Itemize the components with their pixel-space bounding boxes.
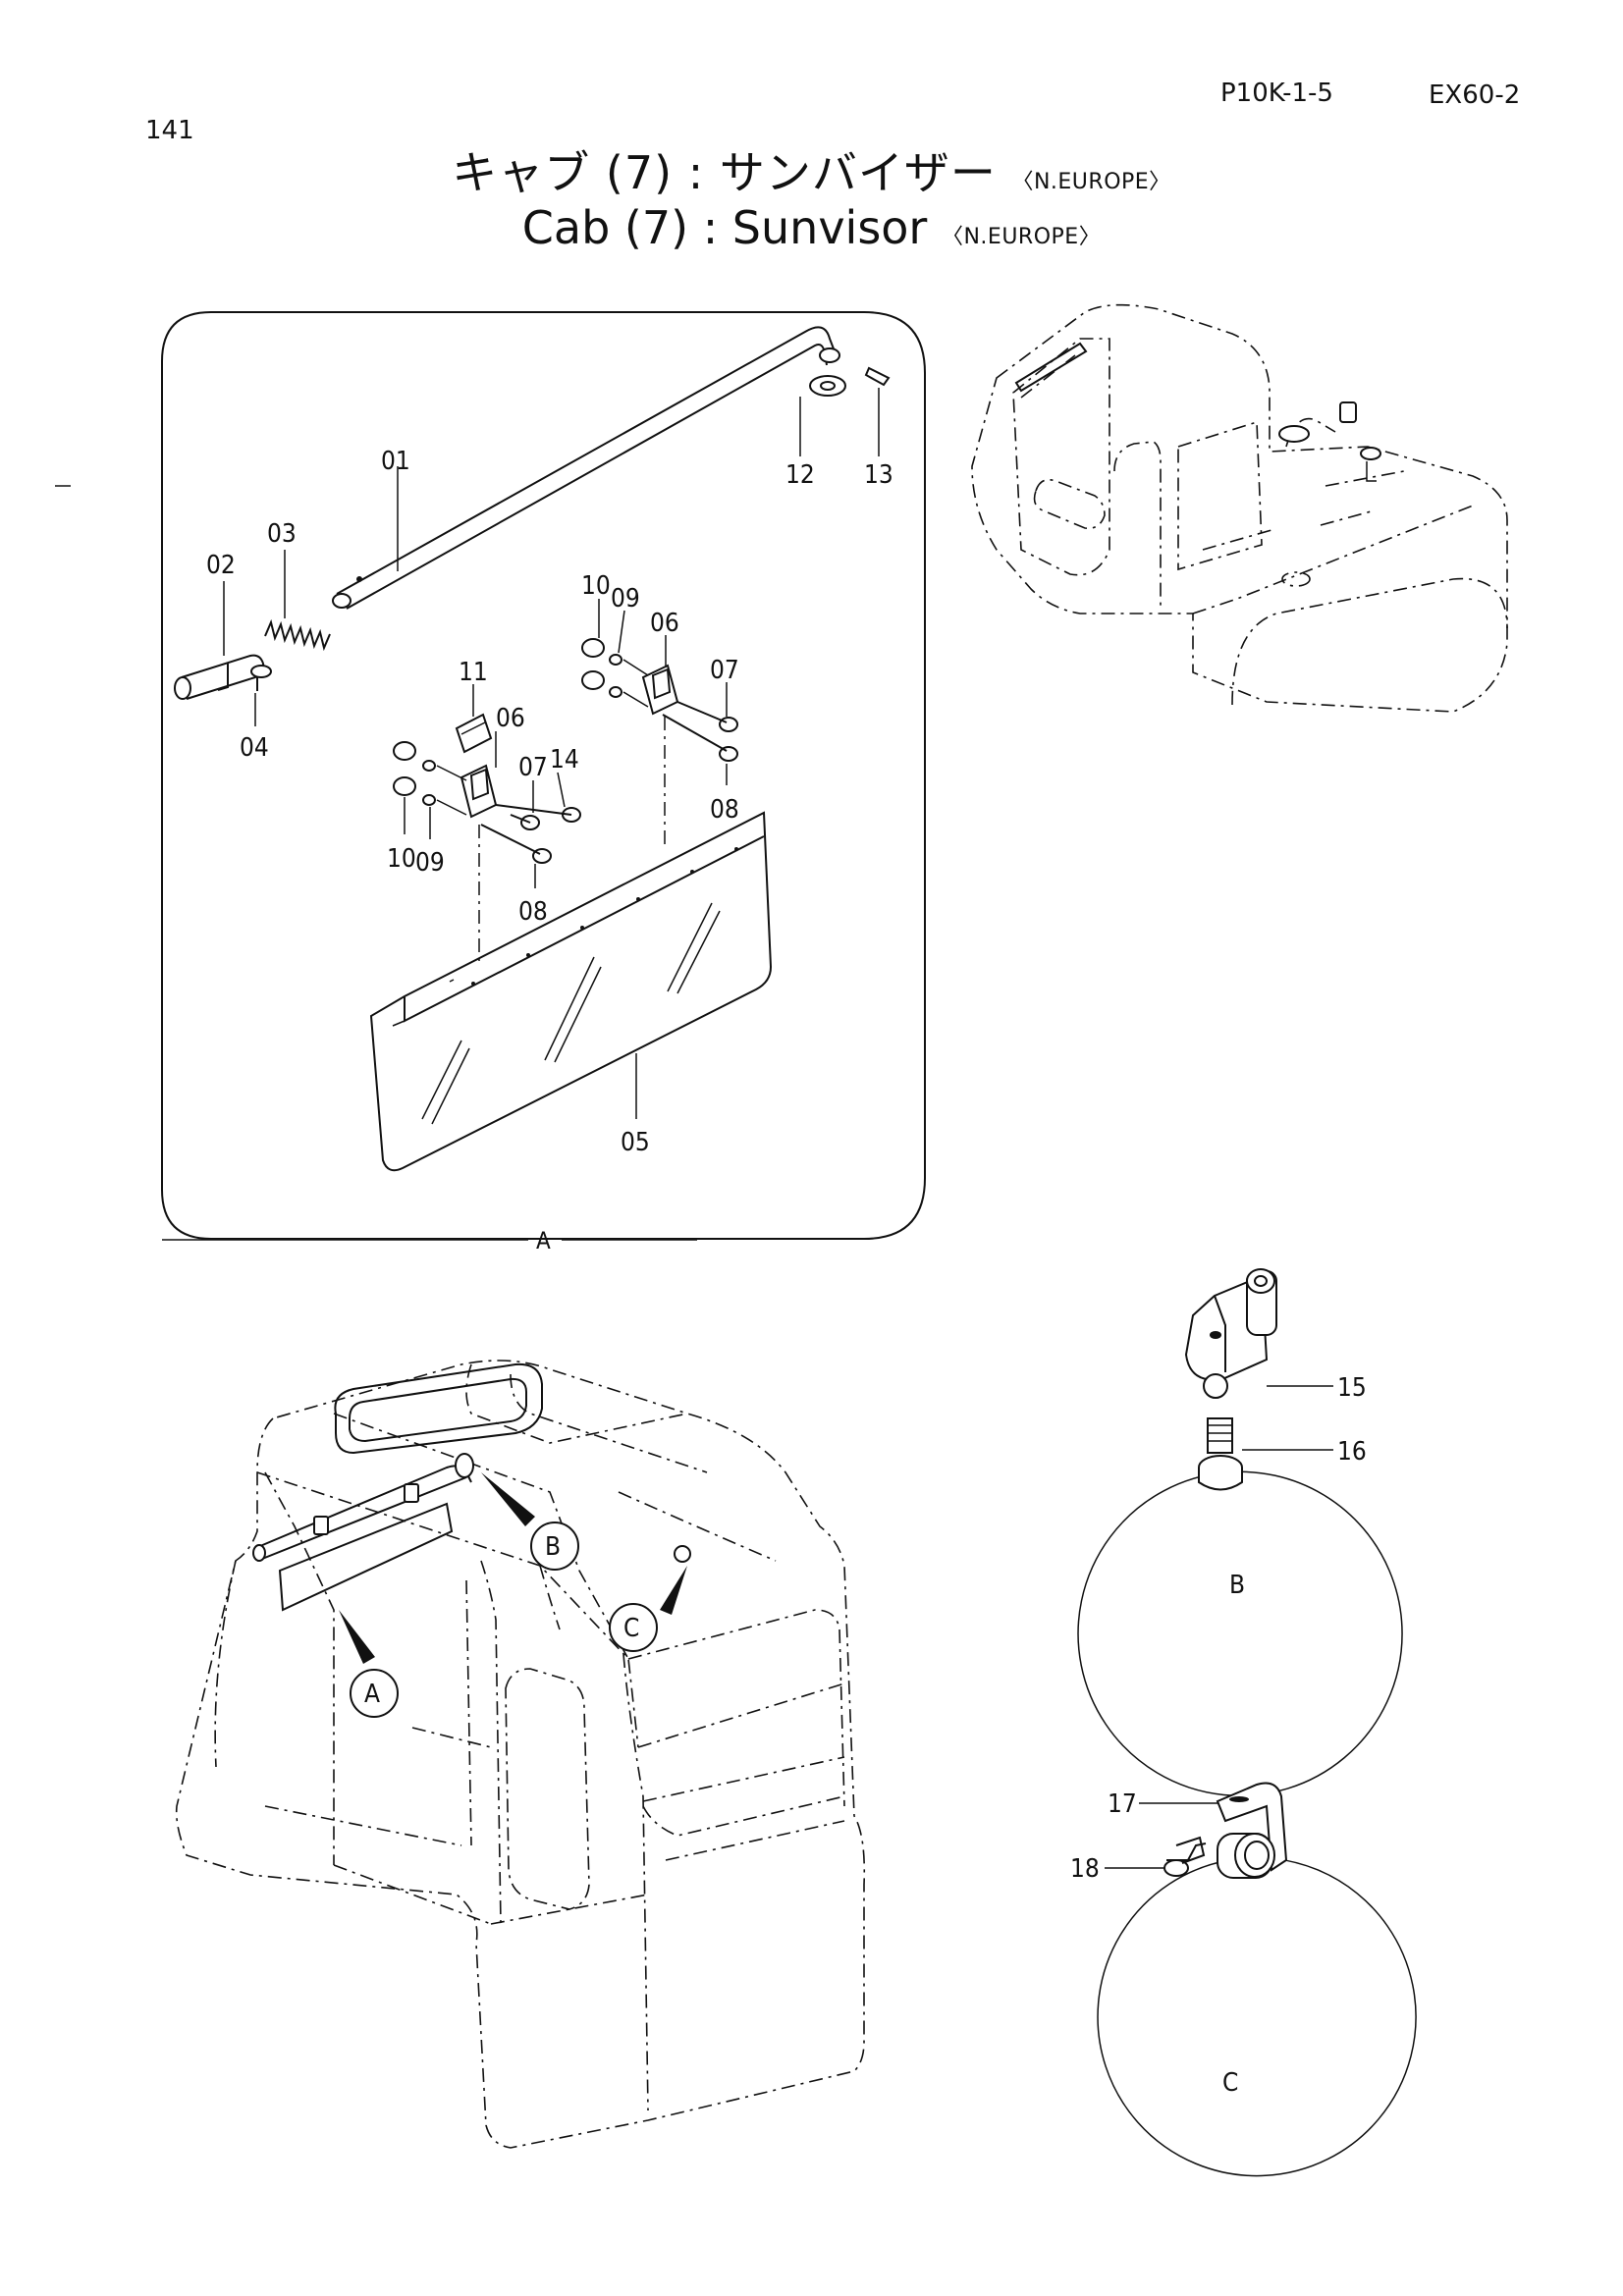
small-pin-part: [250, 665, 272, 691]
pad-part: [455, 713, 493, 754]
view-marker-b-label: B: [545, 1532, 561, 1562]
callout-08-right: 08: [710, 795, 739, 825]
washer-part: [809, 375, 846, 397]
callout-09-left: 09: [415, 848, 445, 878]
callout-06-left: 06: [496, 704, 525, 733]
callout-05: 05: [621, 1128, 650, 1157]
callout-16: 16: [1337, 1437, 1367, 1467]
detail-b-label: B: [1229, 1571, 1245, 1600]
excavator-overview: [971, 303, 1508, 713]
callout-14: 14: [550, 745, 579, 774]
model-code: EX60-2: [1429, 80, 1521, 110]
callout-15: 15: [1337, 1373, 1367, 1403]
detail-a-label: A: [536, 1227, 551, 1255]
view-marker-b: B: [481, 1472, 579, 1571]
callout-10-right: 10: [581, 571, 611, 601]
pin-part: [174, 654, 265, 700]
detail-c: [1097, 1782, 1417, 2177]
page-title-japanese: キャブ (7) : サンバイザー 〈N.EUROPE〉: [0, 137, 1623, 202]
callout-11: 11: [459, 658, 488, 687]
title-en-region: 〈N.EUROPE〉: [941, 225, 1102, 249]
title-ja-region: 〈N.EUROPE〉: [1011, 170, 1171, 194]
title-en-text: Cab (7) : Sunvisor: [521, 201, 928, 254]
callout-03: 03: [267, 519, 297, 549]
callout-01: 01: [381, 447, 410, 476]
callout-02: 02: [206, 551, 236, 580]
view-marker-c-label: C: [623, 1614, 639, 1643]
callout-08-left: 08: [518, 897, 548, 927]
bracket-right-part: [581, 638, 738, 762]
callout-07-right: 07: [710, 656, 739, 685]
cotter-pin-part: [864, 366, 891, 387]
detail-c-label: C: [1222, 2068, 1238, 2098]
title-ja-text: キャブ (7) : サンバイザー: [452, 146, 997, 199]
rod-part: [332, 326, 840, 610]
sunvisor-panel-part: [369, 811, 773, 1172]
callout-04: 04: [240, 733, 269, 763]
callout-12: 12: [785, 460, 815, 490]
callout-07-left: 07: [518, 753, 548, 782]
detail-b: [1077, 1268, 1403, 1797]
view-marker-c: C: [609, 1566, 687, 1652]
callout-13: 13: [864, 460, 893, 490]
view-marker-a-label: A: [364, 1680, 380, 1709]
catalog-code: P10K-1-5: [1220, 79, 1333, 108]
callout-06-right: 06: [650, 609, 679, 638]
page-title-english: Cab (7) : Sunvisor 〈N.EUROPE〉: [0, 201, 1623, 254]
callout-10-left: 10: [387, 844, 416, 874]
callout-17: 17: [1108, 1789, 1137, 1819]
cab-overview: [175, 1360, 866, 2149]
page-number: 141: [145, 116, 194, 145]
view-marker-a: A: [339, 1610, 399, 1718]
callout-18: 18: [1070, 1854, 1100, 1884]
detail-a-frame: [161, 311, 926, 1241]
spring-part: [264, 618, 331, 652]
callout-09-right: 09: [611, 584, 640, 614]
